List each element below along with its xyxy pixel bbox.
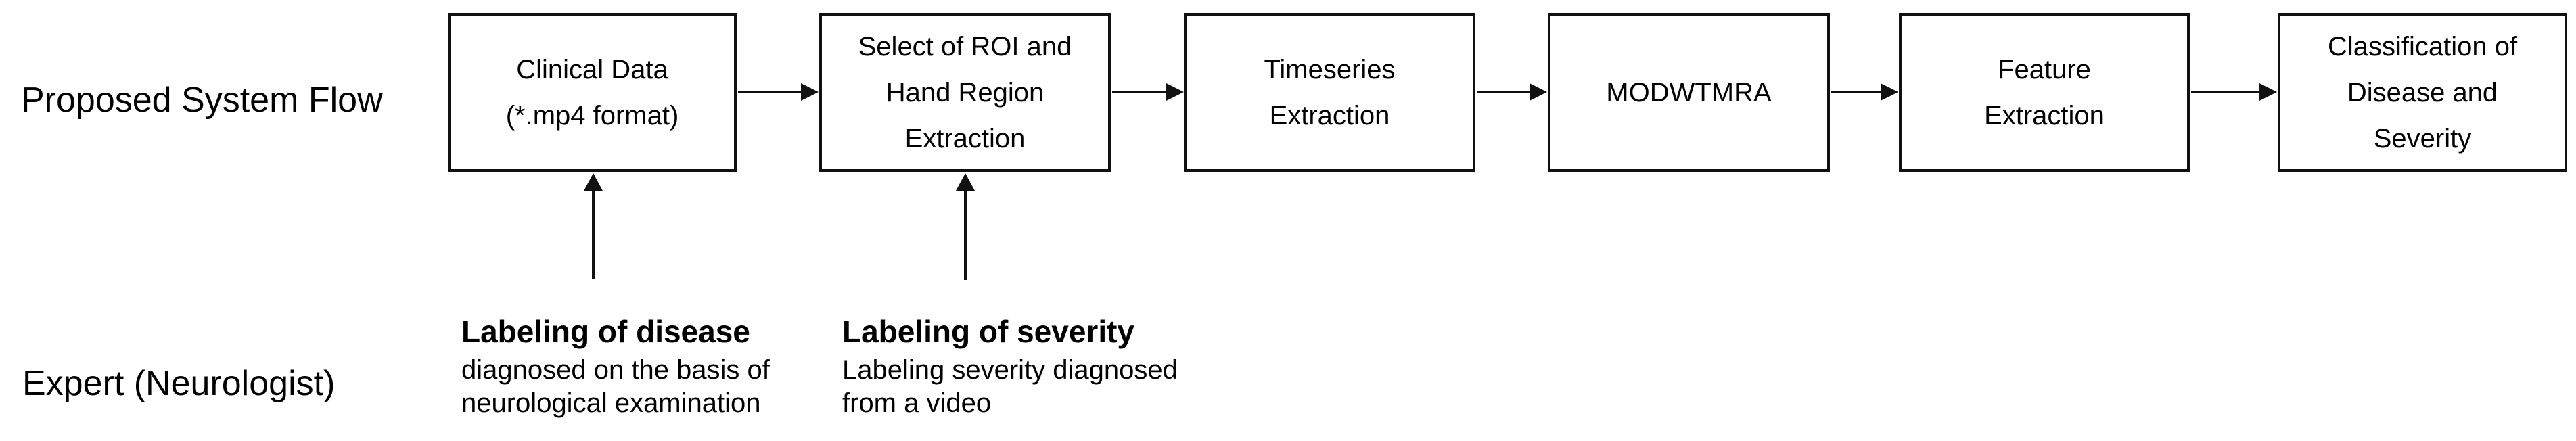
arrow-shaft bbox=[738, 91, 804, 93]
arrow-shaft bbox=[1831, 91, 1883, 93]
arrow-head-icon bbox=[956, 173, 975, 191]
arrow-shaft bbox=[2191, 91, 2262, 93]
arrow-head-icon bbox=[1881, 83, 1898, 101]
arrow-head-icon bbox=[1530, 83, 1547, 101]
arrow-shaft bbox=[964, 189, 967, 280]
flow-box-label: Timeseries Extraction bbox=[1264, 54, 1396, 131]
flow-arrow-right-icon bbox=[1831, 83, 1898, 101]
flow-arrow-right-icon bbox=[738, 83, 819, 101]
flow-box-label: Feature Extraction bbox=[1984, 54, 2104, 131]
flow-box-clinical-data: Clinical Data (*.mp4 format) bbox=[448, 13, 737, 172]
annotation-description: diagnosed on the basis of neurological e… bbox=[461, 355, 770, 418]
flow-box-label: Clinical Data (*.mp4 format) bbox=[505, 54, 679, 131]
flow-arrow-right-icon bbox=[1477, 83, 1547, 101]
flow-box-feature-extraction: Feature Extraction bbox=[1899, 13, 2190, 172]
arrow-head-icon bbox=[801, 83, 819, 101]
arrow-head-icon bbox=[1166, 83, 1184, 101]
arrow-head-icon bbox=[584, 173, 603, 191]
flow-box-label: Classification of Disease and Severity bbox=[2327, 31, 2518, 154]
severity-labeling-annotation: Labeling of severity Labeling severity d… bbox=[842, 312, 1178, 420]
flow-box-timeseries-extraction: Timeseries Extraction bbox=[1184, 13, 1475, 172]
flow-box-roi-hand-region-extraction: Select of ROI and Hand Region Extraction bbox=[819, 13, 1111, 172]
flow-arrow-right-icon bbox=[1112, 83, 1184, 101]
annotation-title: Labeling of disease bbox=[461, 314, 750, 349]
annotation-title: Labeling of severity bbox=[842, 314, 1135, 349]
flow-box-label: Select of ROI and Hand Region Extraction bbox=[858, 31, 1072, 154]
expert-neurologist-label: Expert (Neurologist) bbox=[22, 364, 336, 403]
disease-labeling-annotation: Labeling of disease diagnosed on the bas… bbox=[461, 312, 770, 420]
annotation-description: Labeling severity diagnosed from a video bbox=[842, 355, 1178, 418]
arrow-shaft bbox=[592, 189, 595, 279]
arrow-shaft bbox=[1477, 91, 1532, 93]
flow-box-classification: Classification of Disease and Severity bbox=[2278, 13, 2567, 172]
flow-box-modwtmra: MODWTMRA bbox=[1548, 13, 1830, 172]
flow-box-label: MODWTMRA bbox=[1606, 77, 1772, 108]
proposed-system-flow-label: Proposed System Flow bbox=[21, 80, 383, 120]
annotation-arrow-up-icon bbox=[583, 173, 603, 279]
arrow-head-icon bbox=[2259, 83, 2277, 101]
annotation-arrow-up-icon bbox=[955, 173, 975, 280]
arrow-shaft bbox=[1112, 91, 1169, 93]
flow-arrow-right-icon bbox=[2191, 83, 2277, 101]
